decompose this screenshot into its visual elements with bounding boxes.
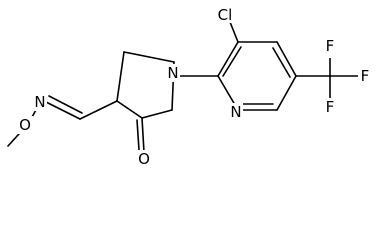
label-bg [229,103,243,121]
label-bg [358,67,371,85]
bond-ch-n [43,100,81,120]
f-right-label: F [361,67,370,85]
label-bg [324,98,337,116]
bond-c2-c3 [217,41,239,77]
label-bg [33,93,47,111]
label-bg [212,5,236,23]
f-top-label: F [326,37,335,55]
bond-c-ch [79,100,118,120]
bond-c4-c5-double [272,47,291,78]
bond-c-cl [229,21,239,43]
cl-label: Cl [218,6,233,24]
atom-labels: Cl N N O N O F F F [18,5,371,168]
molecule-drawing: Cl N N O N O F F F [7,5,371,168]
label-bg [324,40,337,58]
n-oxime-label: N [34,93,45,111]
label-bg [18,116,33,134]
bond-carbonyl [141,117,145,153]
pyrrolidinone-ring [116,51,175,153]
bond-n-c [141,109,173,119]
pyridine-ring [173,21,361,111]
bond-ch-n-double [48,95,83,114]
f-bottom-label: F [326,98,335,116]
bond-c4-c5 [276,41,297,77]
bond-carbonyl-double [136,119,140,151]
o-oxime-label: O [19,116,31,134]
bond-c-c [123,51,175,63]
bond-c-c [116,51,125,102]
label-bg [137,150,152,168]
n-pyridine-label: N [230,103,241,121]
bond-c5-c6 [276,75,297,111]
label-bg [166,64,180,82]
n-ring-label: N [167,64,178,82]
bond-c-c [116,100,143,119]
o-carbonyl-label: O [138,150,150,168]
bond-c2-c3-double [222,46,242,77]
chemical-structure-diagram: Cl N N O N O F F F [7,5,371,168]
